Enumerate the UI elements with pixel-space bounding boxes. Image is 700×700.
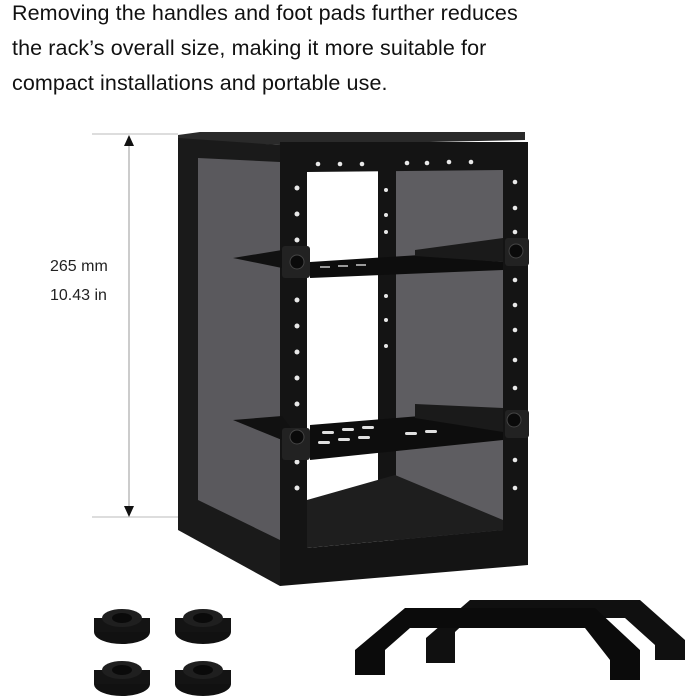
handles	[355, 600, 685, 680]
height-in-label: 10.43 in	[50, 287, 107, 304]
caption-line: compact installations and portable use.	[12, 71, 388, 95]
shelf-upper	[233, 238, 529, 278]
caption-line: Removing the handles and foot pads furth…	[12, 1, 518, 25]
caption-line: the rack’s overall size, making it more …	[12, 36, 487, 60]
dimension-line	[92, 133, 178, 518]
foot-pads	[94, 609, 231, 696]
rack	[178, 132, 529, 586]
caption-text: Removing the handles and foot pads furth…	[12, 0, 612, 101]
height-mm-label: 265 mm	[50, 258, 108, 275]
shelf-middle	[233, 404, 529, 460]
